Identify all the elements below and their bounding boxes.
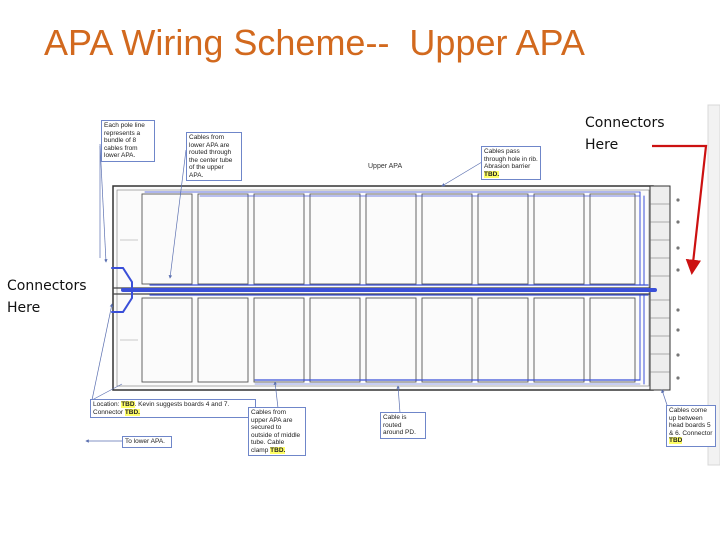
- callout-text: . Kevin suggests boards 4 and 7.: [134, 401, 230, 408]
- connectors-label-line2: Here: [7, 300, 41, 316]
- callout-cable-routed: Cable is routed around PD.: [380, 412, 426, 439]
- left-lower-cable: [111, 289, 133, 313]
- callout-text: Cables from lower APA are routed through…: [189, 134, 233, 179]
- callout-location: Location: TBD. Kevin suggests boards 4 a…: [90, 399, 256, 418]
- connector-pointer-arrow: [652, 144, 708, 276]
- callout-leader-lines: [85, 143, 669, 443]
- upper-apa-label: Upper APA: [368, 163, 403, 170]
- tbd-highlight: TBD.: [124, 408, 140, 416]
- tbd-highlight: TBD: [669, 437, 683, 444]
- callout-cables-pass-through: Cables pass through hole in rib. Abrasio…: [481, 146, 541, 180]
- connectors-here-top-right-label: Connectors Here: [585, 112, 665, 156]
- callout-text: Connector: [93, 408, 123, 416]
- connectors-label-line1: Connectors: [7, 278, 87, 294]
- callout-each-pole: Each pole line represents a bundle of 8 …: [101, 120, 155, 162]
- callout-text: Cables come up between head boards 5 & 6…: [669, 407, 713, 437]
- callout-to-lower-apa: To lower APA.: [122, 436, 172, 448]
- left-upper-cable: [111, 267, 133, 291]
- connectors-here-left-label: Connectors Here: [7, 275, 87, 319]
- callout-text: To lower APA.: [125, 438, 165, 445]
- callout-text: Cables from upper APA are secured to out…: [251, 409, 301, 454]
- callout-cables-come-up: Cables come up between head boards 5 & 6…: [666, 405, 716, 447]
- tbd-highlight: TBD.: [270, 446, 286, 454]
- tbd-highlight: TBD.: [484, 170, 500, 178]
- callout-text: Each pole line represents a bundle of 8 …: [104, 122, 145, 159]
- callout-text: Cables pass through hole in rib. Abrasio…: [484, 148, 538, 170]
- callout-text: Cable is routed around PD.: [383, 414, 416, 436]
- callout-text: Location:: [93, 401, 120, 408]
- callout-cables-from-upper: Cables from upper APA are secured to out…: [248, 407, 306, 456]
- right-edge-strip: [707, 104, 720, 466]
- connectors-label-line1: Connectors: [585, 115, 665, 131]
- frame-ribs: [141, 193, 636, 383]
- callout-cables-from-lower: Cables from lower APA are routed through…: [186, 132, 242, 181]
- tbd-highlight: TBD: [121, 401, 135, 408]
- page-title: APA Wiring Scheme-- Upper APA: [44, 22, 585, 63]
- cable-bundles: [111, 191, 657, 385]
- connectors-label-line2: Here: [585, 137, 619, 153]
